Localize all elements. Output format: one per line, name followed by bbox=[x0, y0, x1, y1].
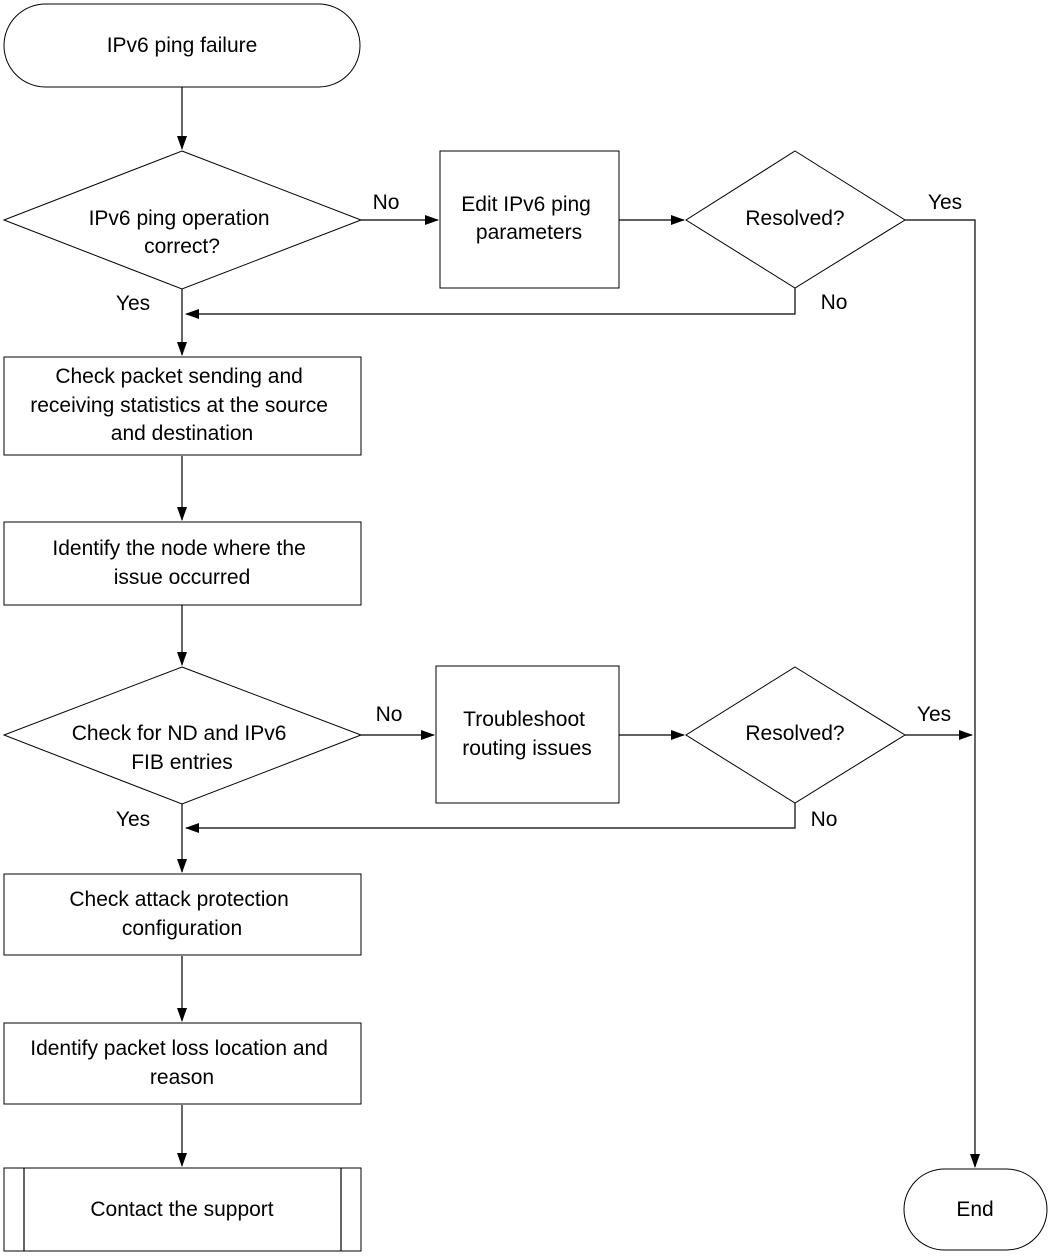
decision-resolved-1: Resolved? bbox=[685, 150, 906, 289]
process-identify-loss-line: reason bbox=[150, 1066, 214, 1089]
process-troubleshoot: Troubleshoot routing issues bbox=[435, 665, 620, 804]
decision-ping-operation-text: IPv6 ping operation correct? bbox=[89, 207, 276, 258]
node-start-text: IPv6 ping failure bbox=[107, 34, 258, 57]
process-shape bbox=[3, 356, 362, 456]
edge-label-res1-yes: Yes bbox=[928, 191, 962, 214]
decision-nd-fib-text: Check for ND and IPv6 FIB entries bbox=[72, 722, 293, 774]
decision-ping-operation-line: IPv6 ping operation bbox=[89, 207, 270, 230]
decision-ping-operation: IPv6 ping operation correct? bbox=[2, 150, 363, 290]
predefined-process-contact-text: Contact the support bbox=[90, 1198, 273, 1221]
process-check-attack: Check attack protection configuration bbox=[3, 873, 362, 956]
node-end: End bbox=[903, 1168, 1048, 1251]
process-troubleshoot-line: Troubleshoot bbox=[463, 708, 585, 731]
decision-resolved-2-text: Resolved? bbox=[745, 722, 844, 745]
process-edit-params: Edit IPv6 ping parameters bbox=[439, 150, 620, 289]
process-troubleshoot-text: Troubleshoot routing issues bbox=[462, 708, 592, 760]
process-check-attack-line: Check attack protection bbox=[69, 888, 288, 911]
decision-shape bbox=[685, 150, 906, 289]
node-end-line: End bbox=[956, 1198, 993, 1221]
process-check-stats-line: receiving statistics at the source bbox=[30, 394, 328, 417]
connectors bbox=[177, 87, 980, 1168]
process-edit-params-text: Edit IPv6 ping parameters bbox=[461, 193, 596, 244]
edge-resolved1-yes-to-end bbox=[905, 219, 980, 1168]
process-identify-node-text: Identify the node where the issue occurr… bbox=[52, 537, 311, 589]
process-identify-loss-text: Identify packet loss location and reason bbox=[30, 1037, 334, 1089]
edge-label-res2-no: No bbox=[811, 808, 838, 831]
decision-resolved-2-line: Resolved? bbox=[745, 722, 844, 745]
edge-label-op-yes: Yes bbox=[116, 292, 150, 315]
decision-shape bbox=[2, 666, 363, 805]
predefined-process-shape bbox=[3, 1167, 362, 1252]
decision-shape bbox=[2, 150, 363, 290]
node-end-text: End bbox=[956, 1198, 993, 1221]
process-check-stats-line: Check packet sending and bbox=[55, 365, 303, 388]
process-shape bbox=[3, 521, 362, 606]
edge-label-nd-no: No bbox=[376, 703, 403, 726]
process-shape bbox=[435, 665, 620, 804]
decision-ping-operation-line: correct? bbox=[144, 235, 220, 258]
decision-resolved-1-text: Resolved? bbox=[745, 207, 844, 230]
decision-nd-fib-line: Check for ND and IPv6 bbox=[72, 722, 287, 745]
edge-label-op-no: No bbox=[373, 191, 400, 214]
edge-label-res1-no: No bbox=[821, 291, 848, 314]
node-start-line: IPv6 ping failure bbox=[107, 34, 258, 57]
process-check-attack-line: configuration bbox=[122, 917, 242, 940]
process-edit-params-line: parameters bbox=[476, 221, 582, 244]
process-shape bbox=[3, 1022, 362, 1105]
process-shape bbox=[439, 150, 620, 289]
process-check-attack-text: Check attack protection configuration bbox=[69, 888, 294, 940]
decision-resolved-1-line: Resolved? bbox=[745, 207, 844, 230]
process-identify-node: Identify the node where the issue occurr… bbox=[3, 521, 362, 606]
process-check-stats: Check packet sending and receiving stati… bbox=[3, 356, 362, 456]
process-identify-node-line: issue occurred bbox=[114, 566, 251, 589]
decision-nd-fib-line: FIB entries bbox=[131, 751, 233, 774]
process-check-stats-text: Check packet sending and receiving stati… bbox=[30, 365, 333, 445]
process-troubleshoot-line: routing issues bbox=[462, 737, 592, 760]
decision-resolved-2: Resolved? bbox=[685, 666, 906, 804]
edge-resolved2-no-back bbox=[185, 803, 796, 833]
node-start: IPv6 ping failure bbox=[3, 3, 361, 88]
predefined-process-contact: Contact the support bbox=[3, 1167, 362, 1252]
terminator-shape bbox=[3, 3, 361, 88]
process-check-stats-line: and destination bbox=[111, 422, 253, 445]
process-identify-loss: Identify packet loss location and reason bbox=[3, 1022, 362, 1105]
decision-shape bbox=[685, 666, 906, 804]
edge-label-nd-yes: Yes bbox=[116, 808, 150, 831]
terminator-shape bbox=[903, 1168, 1048, 1251]
edge-labels: No Yes Yes No No Yes Yes No bbox=[116, 191, 962, 831]
predefined-process-contact-line: Contact the support bbox=[90, 1198, 273, 1221]
process-identify-loss-line: Identify packet loss location and bbox=[30, 1037, 328, 1060]
edge-label-res2-yes: Yes bbox=[917, 703, 951, 726]
process-identify-node-line: Identify the node where the bbox=[52, 537, 305, 560]
process-edit-params-line: Edit IPv6 ping bbox=[461, 193, 591, 216]
decision-nd-fib: Check for ND and IPv6 FIB entries bbox=[2, 666, 363, 805]
process-shape bbox=[3, 873, 362, 956]
edge-resolved1-no-back bbox=[185, 288, 796, 319]
